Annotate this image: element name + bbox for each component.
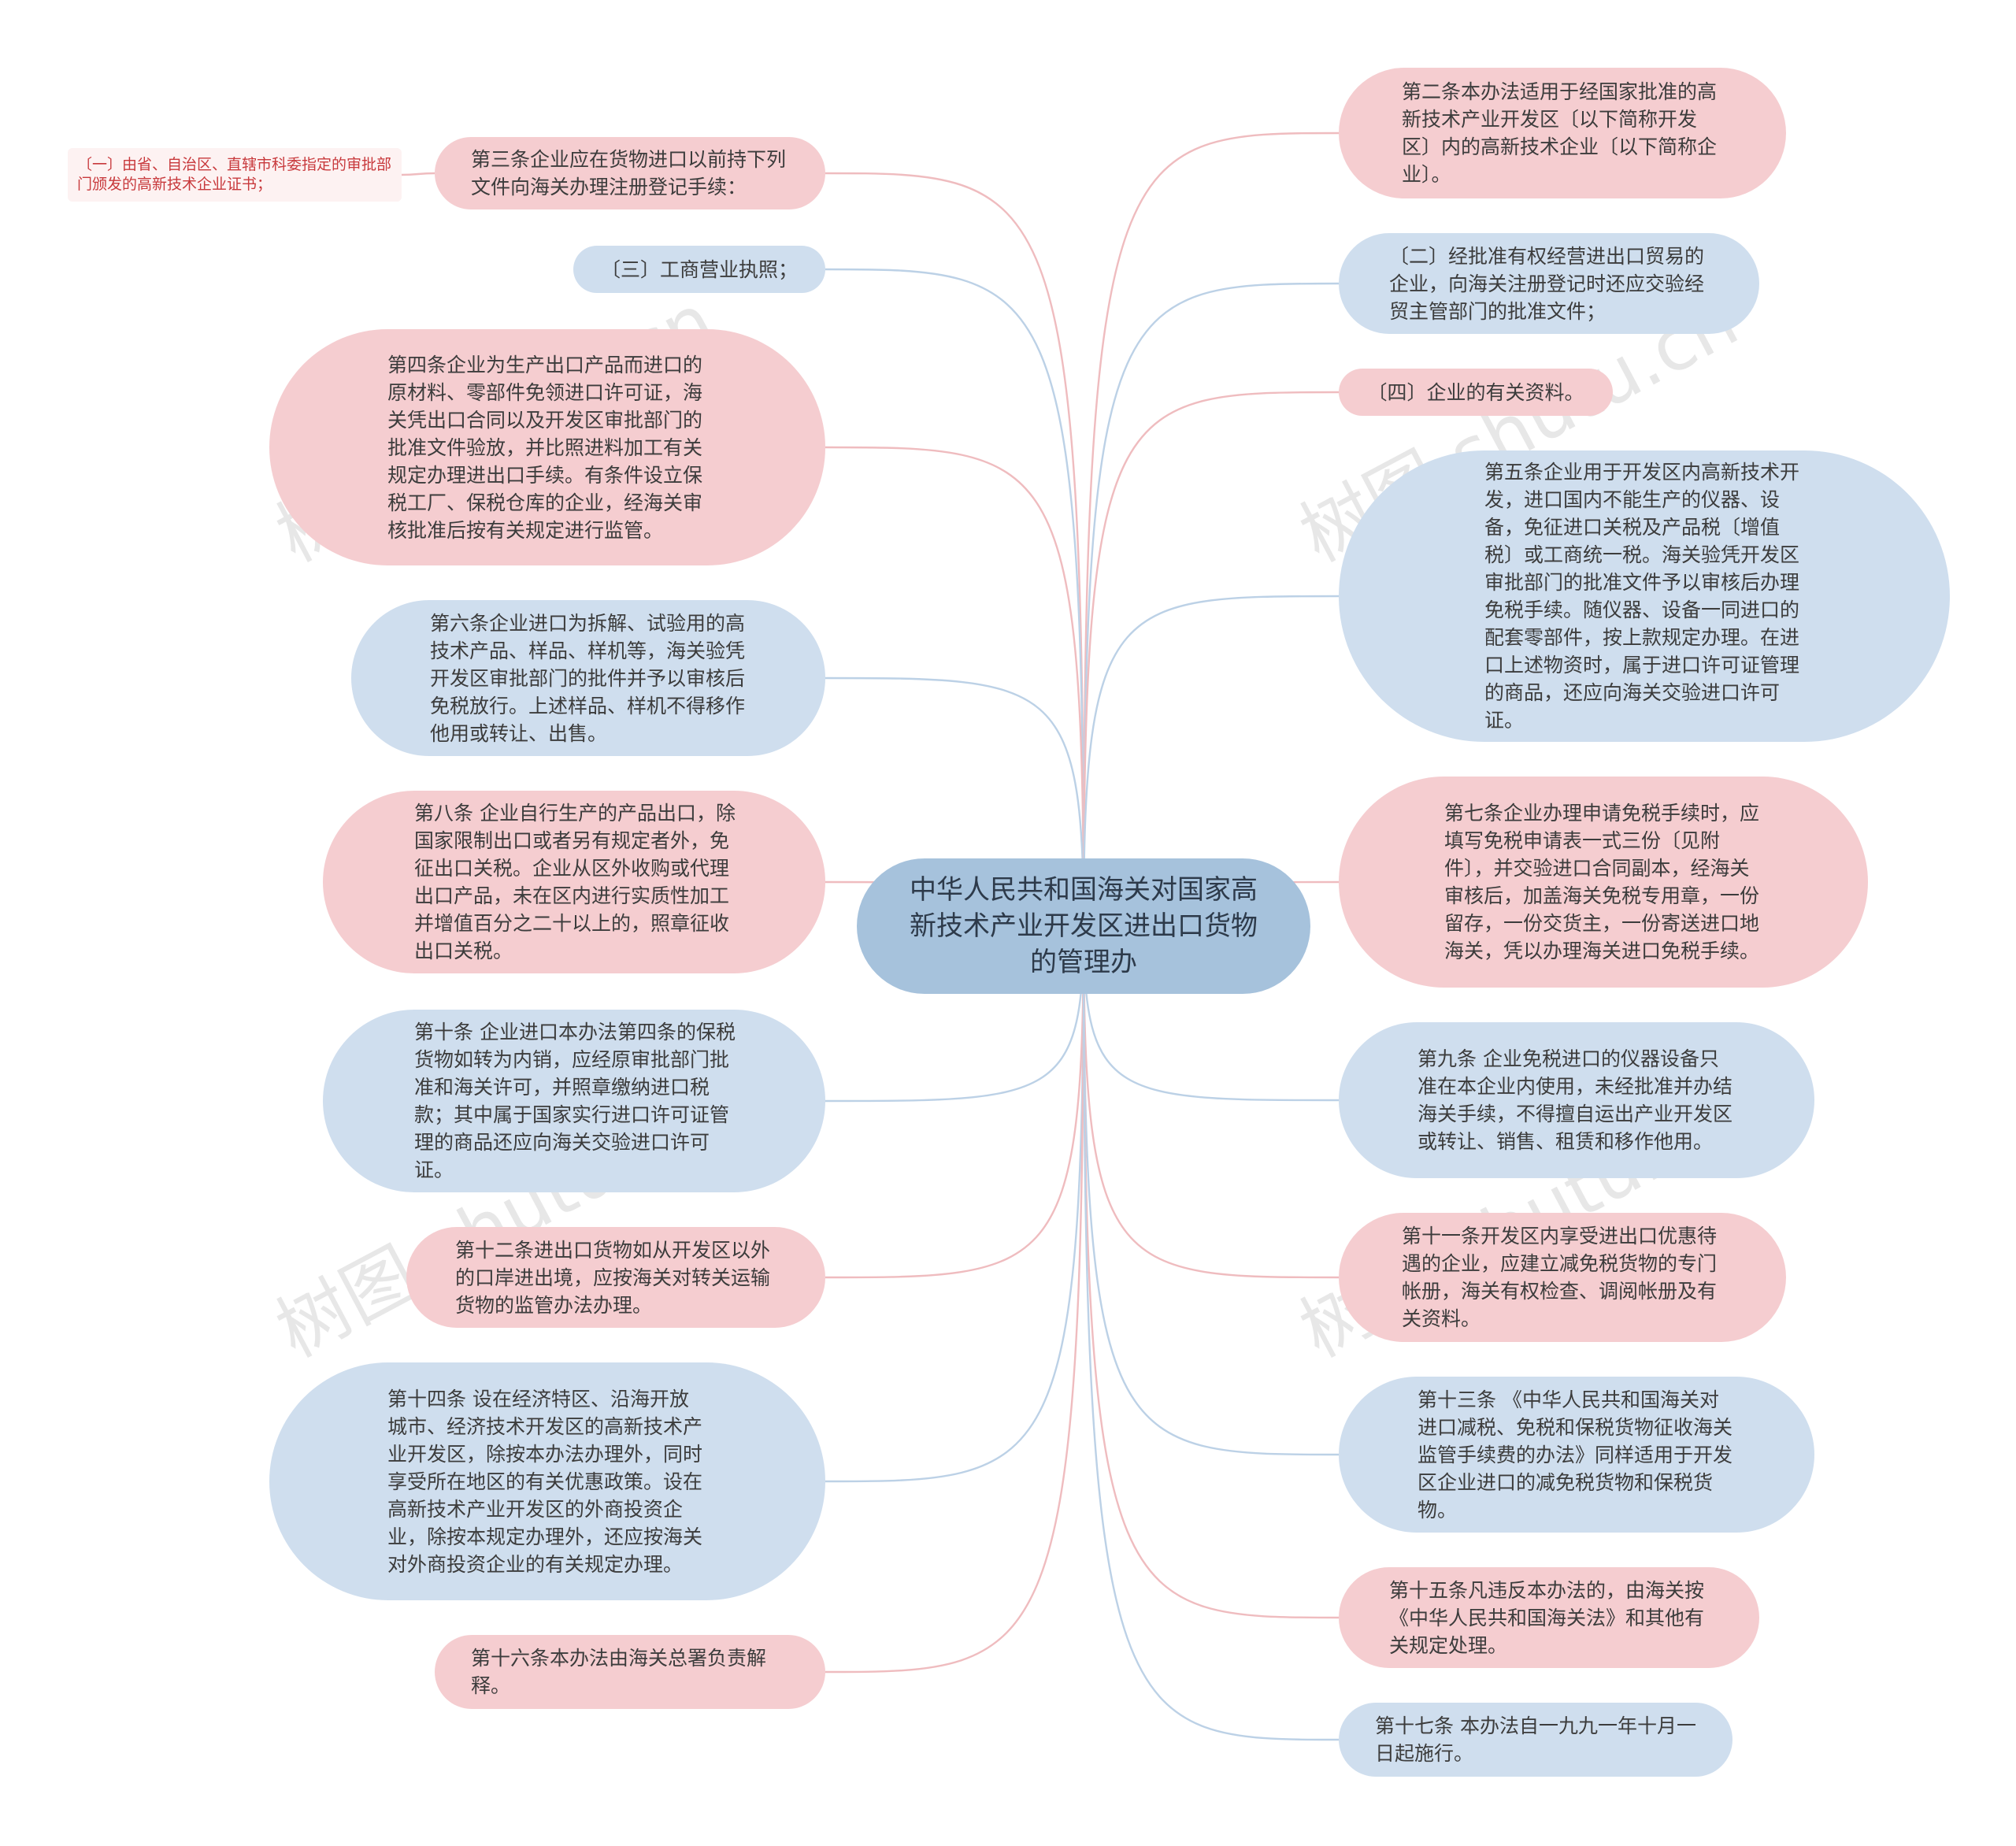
connector-art15 bbox=[1082, 925, 1340, 1619]
node-article-12[interactable]: 第十二条进出口货物如从开发区以外的口岸进出境，应按海关对转关运输货物的监管办法办… bbox=[406, 1227, 825, 1328]
connector-art3 bbox=[825, 172, 1085, 927]
sub-note-item1[interactable]: 〔一〕由省、自治区、直辖市科委指定的审批部门颁发的高新技术企业证书； bbox=[68, 148, 402, 202]
node-label: 〔二〕经批准有权经营进出口贸易的企业，向海关注册登记时还应交验经贸主管部门的批准… bbox=[1389, 244, 1705, 323]
node-article-14[interactable]: 第十四条 设在经济特区、沿海开放城市、经济技术开发区的高新技术产业开发区，除按本… bbox=[269, 1362, 825, 1600]
center-topic-label: 中华人民共和国海关对国家高新技术产业开发区进出口货物的管理办 bbox=[910, 874, 1258, 978]
node-label: 〔三〕工商营业执照； bbox=[600, 258, 798, 281]
node-item-4[interactable]: 〔四〕企业的有关资料。 bbox=[1339, 369, 1613, 416]
connector-art17 bbox=[1082, 925, 1340, 1741]
connector-art2 bbox=[1082, 132, 1340, 927]
connector-sub-note bbox=[401, 172, 435, 176]
connector-art5 bbox=[1082, 595, 1340, 927]
node-item-2[interactable]: 〔二〕经批准有权经营进出口贸易的企业，向海关注册登记时还应交验经贸主管部门的批准… bbox=[1339, 233, 1759, 334]
node-label: 第四条企业为生产出口产品而进口的原材料、零部件免领进口许可证，海关凭出口合同以及… bbox=[387, 353, 703, 542]
connector-art14 bbox=[825, 925, 1085, 1483]
center-topic[interactable]: 中华人民共和国海关对国家高新技术产业开发区进出口货物的管理办 bbox=[857, 858, 1310, 994]
node-article-3[interactable]: 第三条企业应在货物进口以前持下列文件向海关办理注册登记手续： bbox=[435, 137, 825, 209]
sub-note-label: 〔一〕由省、自治区、直辖市科委指定的审批部门颁发的高新技术企业证书； bbox=[77, 156, 392, 193]
node-article-8[interactable]: 第八条 企业自行生产的产品出口，除国家限制出口或者另有规定者外，免征出口关税。企… bbox=[323, 791, 825, 973]
node-article-9[interactable]: 第九条 企业免税进口的仪器设备只准在本企业内使用，未经批准并办结海关手续，不得擅… bbox=[1339, 1022, 1814, 1178]
node-label: 第六条企业进口为拆解、试验用的高技术产品、样品、样机等，海关验凭开发区审批部门的… bbox=[430, 611, 746, 745]
node-article-16[interactable]: 第十六条本办法由海关总署负责解释。 bbox=[435, 1635, 825, 1709]
node-label: 第五条企业用于开发区内高新技术开发，进口国内不能生产的仪器、设备，免征进口关税及… bbox=[1484, 461, 1800, 732]
node-article-11[interactable]: 第十一条开发区内享受进出口优惠待遇的企业，应建立减免税货物的专门帐册，海关有权检… bbox=[1339, 1213, 1786, 1342]
node-article-6[interactable]: 第六条企业进口为拆解、试验用的高技术产品、样品、样机等，海关验凭开发区审批部门的… bbox=[351, 600, 825, 756]
node-label: 第十二条进出口货物如从开发区以外的口岸进出境，应按海关对转关运输货物的监管办法办… bbox=[455, 1238, 771, 1317]
connector-item3 bbox=[825, 268, 1085, 927]
node-label: 第九条 企业免税进口的仪器设备只准在本企业内使用，未经批准并办结海关手续，不得擅… bbox=[1418, 1047, 1733, 1153]
node-article-15[interactable]: 第十五条凡违反本办法的，由海关按《中华人民共和国海关法》和其他有关规定处理。 bbox=[1339, 1567, 1759, 1668]
connector-art11 bbox=[1082, 925, 1340, 1279]
node-label: 第十三条 《中华人民共和国海关对进口减税、免税和保税货物征收海关监管手续费的办法… bbox=[1418, 1388, 1733, 1522]
node-label: 第三条企业应在货物进口以前持下列文件向海关办理注册登记手续： bbox=[471, 148, 787, 198]
node-label: 〔四〕企业的有关资料。 bbox=[1367, 380, 1584, 404]
node-label: 第十一条开发区内享受进出口优惠待遇的企业，应建立减免税货物的专门帐册，海关有权检… bbox=[1402, 1225, 1718, 1330]
node-article-4[interactable]: 第四条企业为生产出口产品而进口的原材料、零部件免领进口许可证，海关凭出口合同以及… bbox=[269, 329, 825, 565]
node-article-7[interactable]: 第七条企业办理申请免税手续时，应填写免税申请表一式三份〔见附件〕，并交验进口合同… bbox=[1339, 777, 1868, 988]
node-label: 第十四条 设在经济特区、沿海开放城市、经济技术开发区的高新技术产业开发区，除按本… bbox=[387, 1387, 703, 1576]
node-article-13[interactable]: 第十三条 《中华人民共和国海关对进口减税、免税和保税货物征收海关监管手续费的办法… bbox=[1339, 1377, 1814, 1533]
node-label: 第十五条凡违反本办法的，由海关按《中华人民共和国海关法》和其他有关规定处理。 bbox=[1389, 1578, 1705, 1657]
connector-item4 bbox=[1082, 391, 1340, 927]
node-article-5[interactable]: 第五条企业用于开发区内高新技术开发，进口国内不能生产的仪器、设备，免征进口关税及… bbox=[1339, 450, 1950, 742]
connector-art6 bbox=[825, 676, 1085, 927]
node-label: 第七条企业办理申请免税手续时，应填写免税申请表一式三份〔见附件〕，并交验进口合同… bbox=[1444, 802, 1760, 962]
connector-art16 bbox=[825, 925, 1085, 1674]
node-article-2[interactable]: 第二条本办法适用于经国家批准的高新技术产业开发区〔以下简称开发区〕内的高新技术企… bbox=[1339, 68, 1786, 198]
node-item-3[interactable]: 〔三〕工商营业执照； bbox=[573, 246, 825, 293]
connector-art4 bbox=[825, 446, 1085, 927]
node-label: 第八条 企业自行生产的产品出口，除国家限制出口或者另有规定者外，免征出口关税。企… bbox=[414, 802, 736, 962]
node-label: 第十七条 本办法自一九九一年十月一日起施行。 bbox=[1375, 1714, 1696, 1765]
connector-art13 bbox=[1082, 925, 1340, 1456]
node-article-17[interactable]: 第十七条 本办法自一九九一年十月一日起施行。 bbox=[1339, 1703, 1732, 1777]
node-label: 第十条 企业进口本办法第四条的保税货物如转为内销，应经原审批部门批准和海关许可，… bbox=[414, 1021, 736, 1181]
node-label: 第十六条本办法由海关总署负责解释。 bbox=[471, 1647, 767, 1697]
node-label: 第二条本办法适用于经国家批准的高新技术产业开发区〔以下简称开发区〕内的高新技术企… bbox=[1402, 80, 1718, 186]
connector-art12 bbox=[825, 925, 1085, 1279]
connector-item2 bbox=[1082, 282, 1340, 927]
node-article-10[interactable]: 第十条 企业进口本办法第四条的保税货物如转为内销，应经原审批部门批准和海关许可，… bbox=[323, 1010, 825, 1192]
